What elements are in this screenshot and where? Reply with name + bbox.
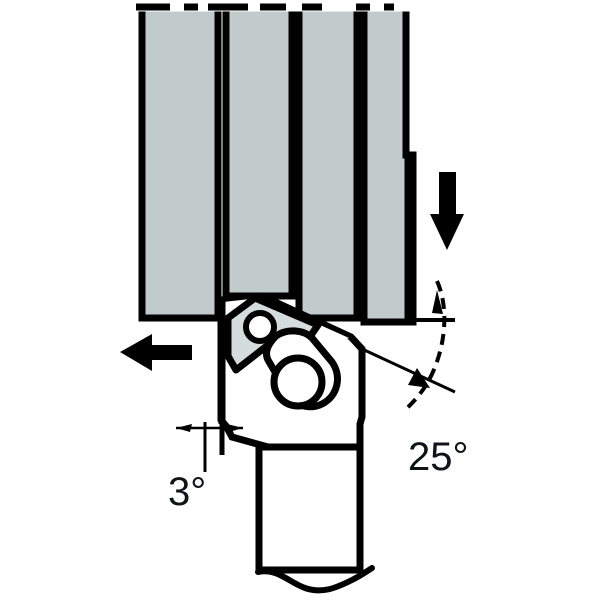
workpiece-section-3 — [295, 2, 361, 322]
insert-group — [224, 294, 322, 374]
feed-arrow-left — [120, 334, 192, 371]
clamp-group — [262, 327, 341, 411]
tool-holder-shank — [255, 443, 364, 574]
lead-angle-dimension: 3° — [168, 418, 243, 514]
clamp-pivot-hole — [270, 354, 326, 410]
depth-arrow-down — [430, 172, 464, 250]
angle-arc-dashed — [403, 280, 447, 412]
workpiece-group — [136, 2, 417, 326]
angle-arc-arrowhead-top — [432, 290, 443, 314]
workpiece-section-1 — [138, 2, 222, 322]
lead-angle-arrowhead-left — [176, 424, 192, 432]
side-cutting-edge-angle-dimension: 25° — [403, 280, 469, 479]
angle-arc-arrowhead-bottom — [408, 368, 430, 388]
workpiece-section-2 — [222, 2, 296, 300]
side-cutting-edge-angle-label: 25° — [408, 435, 469, 479]
feed-arrow-left-shape — [120, 334, 192, 371]
holder-chamfer-reference-line — [359, 346, 456, 394]
lead-angle-label: 3° — [168, 470, 206, 514]
depth-arrow-down-shape — [430, 172, 464, 250]
insert-mounting-hole — [243, 310, 277, 344]
lead-angle-arrowhead-right — [227, 424, 243, 432]
shank-break-line-bottom — [255, 565, 375, 594]
